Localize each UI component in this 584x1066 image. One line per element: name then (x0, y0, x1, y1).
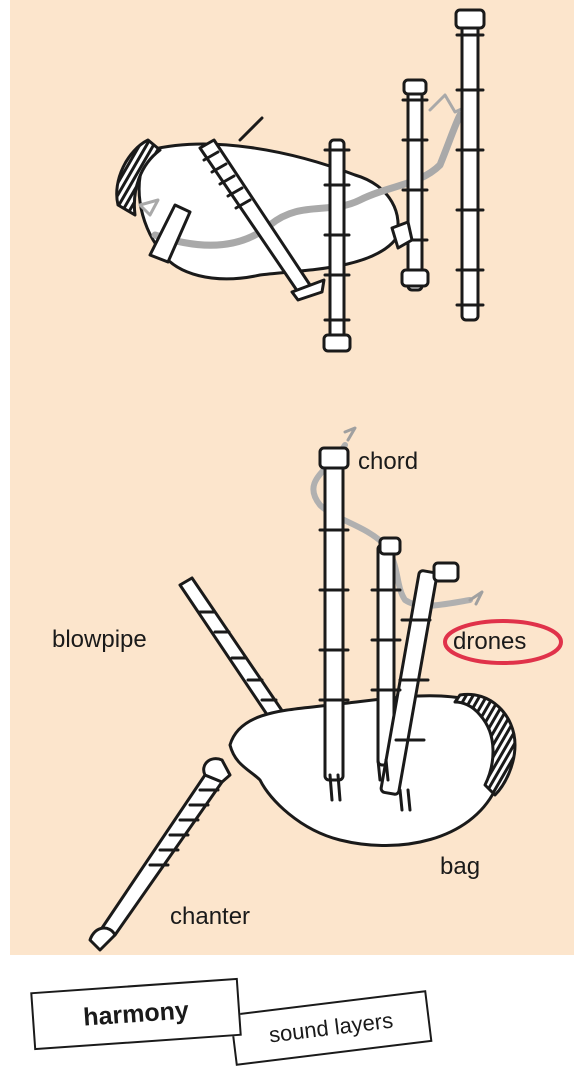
top-bagpipe (117, 10, 484, 351)
label-bag: bag (440, 855, 480, 879)
label-chord: chord (358, 450, 418, 474)
bottom-bag (230, 696, 504, 846)
card-harmony-text: harmony (82, 996, 189, 1032)
label-chanter: chanter (170, 905, 250, 929)
label-blowpipe: blowpipe (52, 628, 147, 652)
card-sound-layers-text: sound layers (268, 1007, 395, 1048)
label-drones: drones (453, 630, 526, 654)
